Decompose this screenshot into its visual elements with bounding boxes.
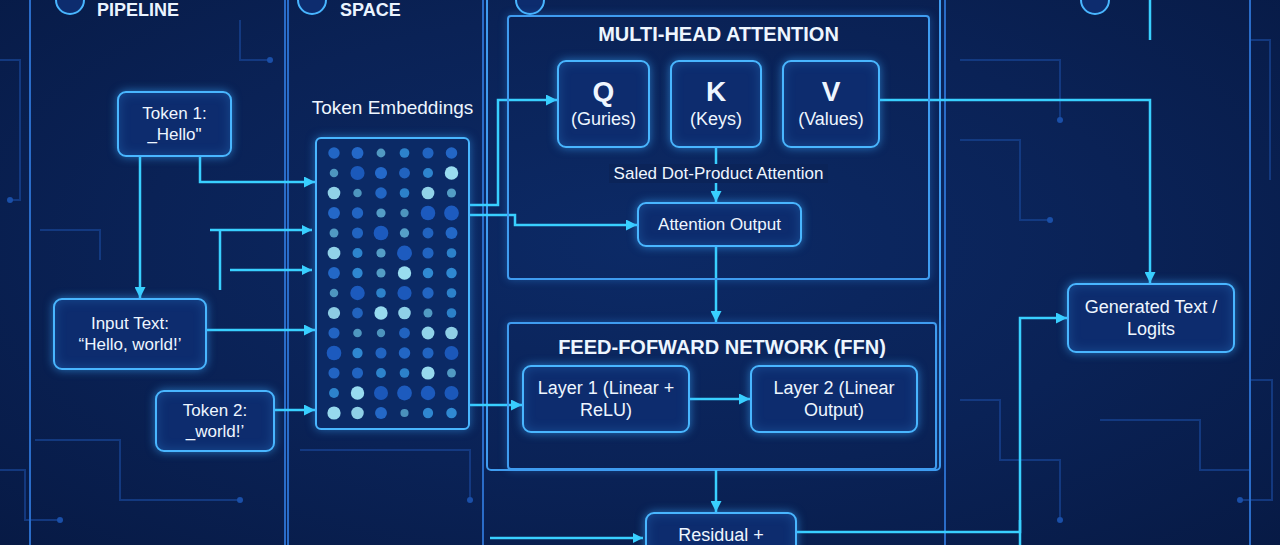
flow-arrow: [470, 100, 557, 205]
panel-heading: MULTI-HEAD ATTENTION: [598, 23, 839, 45]
residual-box: Residual +: [645, 512, 797, 545]
box-sublabel: (Guries): [571, 108, 636, 131]
box-label: K: [706, 77, 726, 108]
panel-text-row: FEED-FOFWARD NETWORK (FFN): [509, 336, 935, 359]
input-box: Input Text: “Hello, world!’: [53, 298, 207, 370]
flow-arrow: [207, 329, 315, 332]
layer-box: Layer 1 (Linear + ReLU): [522, 365, 690, 433]
flow-arrow: [690, 398, 750, 401]
flow-arrow: [880, 100, 1150, 283]
panel-heading: Token Embeddings: [305, 82, 480, 134]
flow-arrow: [715, 470, 718, 512]
embedding-dots: [317, 139, 468, 428]
panel-text-row: Saled Dot-Product Attention: [509, 164, 928, 184]
key-box: K(Keys): [670, 60, 762, 148]
section-heading: SPACE: [340, 0, 401, 21]
box-label: Layer 1 (Linear + ReLU): [534, 377, 678, 422]
flow-arrow: [200, 157, 315, 182]
panel-text-row: MULTI-HEAD ATTENTION: [509, 23, 928, 46]
embedding-grid: [315, 137, 470, 430]
output-box: Generated Text / Logits: [1067, 283, 1235, 353]
box-label: Attention Output: [658, 214, 781, 235]
flow-arrow: [470, 404, 522, 407]
box-label: V: [822, 77, 841, 108]
token-box: Token 2: _world!’: [155, 390, 275, 452]
panel-note: Saled Dot-Product Attention: [609, 164, 829, 183]
embedding-panel: Token Embeddings: [315, 82, 470, 430]
box-label: Layer 2 (Linear Output): [762, 377, 906, 422]
box-label: Token 1: _Hello": [129, 103, 220, 146]
panel-heading: FEED-FOFWARD NETWORK (FFN): [558, 336, 886, 358]
box-label: Q: [593, 77, 615, 108]
ffn-panel: FEED-FOFWARD NETWORK (FFN) Layer 1 (Linea…: [507, 322, 937, 470]
query-box: Q(Guries): [557, 60, 650, 148]
box-label: Token 2: _world!’: [167, 400, 263, 443]
box-label: Generated Text / Logits: [1079, 296, 1223, 341]
value-box: V(Values): [782, 60, 880, 148]
layer-box: Layer 2 (Linear Output): [750, 365, 918, 433]
flow-arrow: [470, 215, 637, 225]
section-heading: PIPELINE: [97, 0, 179, 21]
token-box: Token 1: _Hello": [117, 91, 232, 157]
box-label: Residual +: [678, 524, 764, 545]
flow-arrow: [715, 247, 718, 322]
flow-arrow: [275, 409, 315, 412]
box-sublabel: (Keys): [690, 108, 742, 131]
output-box: Attention Output: [637, 202, 802, 247]
attention-panel: MULTI-HEAD ATTENTION Saled Dot-Product At…: [507, 15, 930, 280]
box-sublabel: (Values): [798, 108, 864, 131]
box-label: Input Text: “Hello, world!’: [65, 313, 195, 356]
flow-arrow: [139, 157, 142, 298]
